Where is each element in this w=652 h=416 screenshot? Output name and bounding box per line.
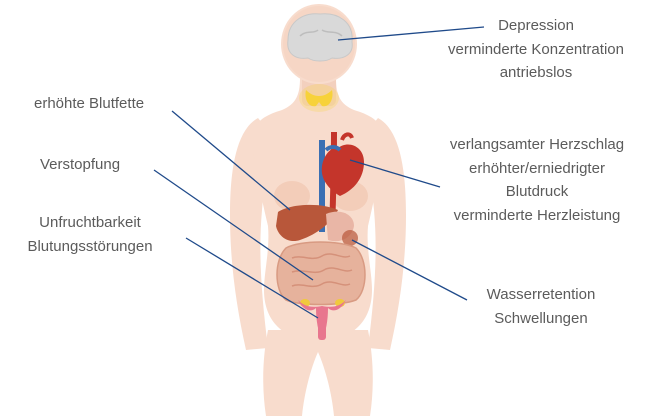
label-unfruchtbarkeit-line-2: Blutungsstörungen: [0, 235, 180, 259]
label-wasser-line-1: Wasserretention: [466, 283, 616, 307]
label-blutfette-line-1: erhöhte Blutfette: [34, 92, 144, 116]
label-herz-line-3: Blutdruck: [428, 180, 646, 204]
label-depression-line-3: antriebslos: [432, 61, 640, 85]
label-depression: Depression verminderte Konzentration ant…: [432, 14, 640, 85]
label-verstopfung: Verstopfung: [40, 153, 120, 177]
label-unfruchtbarkeit: Unfruchtbarkeit Blutungsstörungen: [0, 211, 180, 258]
label-wasser-line-2: Schwellungen: [466, 307, 616, 331]
label-herz-line-1: verlangsamter Herzschlag: [428, 133, 646, 157]
label-unfruchtbarkeit-line-1: Unfruchtbarkeit: [0, 211, 180, 235]
legs: [263, 330, 373, 416]
label-depression-line-2: verminderte Konzentration: [432, 38, 640, 62]
brain: [288, 14, 353, 61]
label-herz-line-4: verminderte Herzleistung: [428, 204, 646, 228]
label-depression-line-1: Depression: [432, 14, 640, 38]
label-verstopfung-line-1: Verstopfung: [40, 153, 120, 177]
label-blutfette: erhöhte Blutfette: [34, 92, 144, 116]
label-herz: verlangsamter Herzschlag erhöhter/ernied…: [428, 133, 646, 227]
intestines: [277, 242, 365, 305]
label-wasser: Wasserretention Schwellungen: [466, 283, 616, 330]
label-herz-line-2: erhöhter/erniedrigter: [428, 157, 646, 181]
